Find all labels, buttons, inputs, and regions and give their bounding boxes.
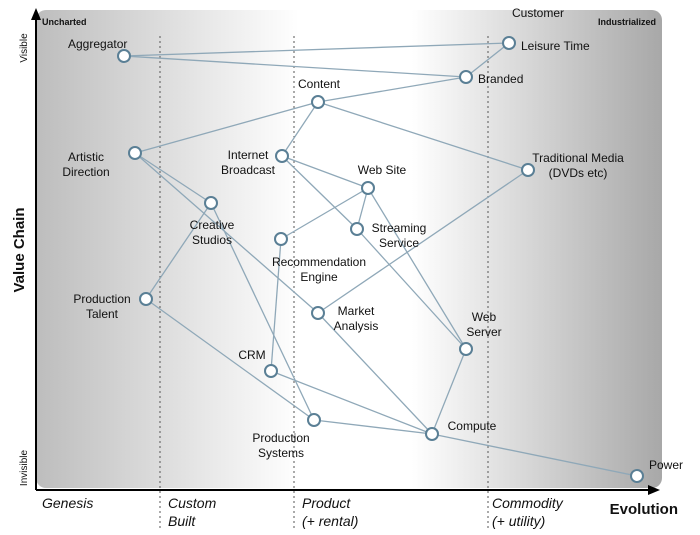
node-branded: [459, 70, 473, 84]
edge-content-broadcast: [281, 101, 319, 157]
edge-broadcast-website: [281, 155, 369, 189]
x-axis-label: Evolution: [610, 501, 678, 518]
stage-product: Product(+ rental): [302, 495, 358, 529]
node-recommend: [274, 232, 288, 246]
edge-website-recommend: [280, 187, 369, 240]
label-website: Web Site: [358, 163, 407, 177]
region-right-label: Industrialized: [598, 17, 656, 27]
x-axis-arrow: [648, 485, 660, 495]
label-customer: Customer: [512, 6, 564, 20]
node-streaming: [350, 222, 364, 236]
axes: [31, 8, 660, 495]
label-aggregator: Aggregator: [68, 37, 127, 51]
edge-tradmedia-market: [317, 169, 529, 314]
edge-market-compute: [317, 312, 433, 435]
edge-prodsys-compute: [313, 419, 433, 435]
node-creative: [204, 196, 218, 210]
edge-creative-talent: [145, 202, 212, 300]
node-tradmedia: [521, 163, 535, 177]
edge-recommend-crm: [270, 238, 282, 372]
node-crm: [264, 364, 278, 378]
node-aggregator: [117, 49, 131, 63]
label-power: Power: [649, 458, 683, 472]
edge-artistic-market: [134, 152, 319, 314]
edge-content-tradmedia: [317, 101, 529, 171]
node-artistic: [128, 146, 142, 160]
edge-compute-power: [431, 433, 638, 477]
edge-streaming-webserver: [356, 228, 467, 350]
stage-commodity: Commodity(+ utility): [492, 495, 564, 529]
edge-website-streaming: [356, 187, 369, 230]
node-customer: [502, 36, 516, 50]
label-branded: Branded: [478, 72, 523, 86]
stage-genesis: Genesis: [42, 495, 93, 511]
node-prodsys: [307, 413, 321, 427]
edge-webserver-compute: [431, 348, 467, 435]
edge-crm-compute: [270, 370, 433, 435]
node-compute: [425, 427, 439, 441]
edge-talent-prodsys: [145, 298, 315, 421]
label-tradmedia: Traditional Media(DVDs etc): [532, 151, 624, 180]
edge-branded-content: [317, 76, 467, 103]
edge-website-webserver: [367, 187, 467, 350]
node-power: [630, 469, 644, 483]
edge-artistic-creative: [134, 152, 212, 204]
node-content: [311, 95, 325, 109]
node-talent: [139, 292, 153, 306]
region-left-label: Uncharted: [42, 17, 87, 27]
node-broadcast: [275, 149, 289, 163]
node-market: [311, 306, 325, 320]
label-crm: CRM: [238, 348, 265, 362]
components: [117, 36, 644, 483]
map-background: [36, 10, 662, 488]
node-webserver: [459, 342, 473, 356]
y-axis-top-label: Visible: [19, 33, 30, 63]
node-website: [361, 181, 375, 195]
stage-dividers: [159, 36, 489, 530]
edge-content-artistic: [134, 101, 319, 154]
y-axis-bottom-label: Invisible: [19, 450, 30, 487]
edge-broadcast-streaming: [281, 155, 358, 230]
label-content: Content: [298, 77, 341, 91]
label-leisure: Leisure Time: [521, 39, 590, 53]
edge-creative-prodsys: [210, 202, 315, 421]
edge-leisure-branded: [465, 42, 510, 78]
edge-aggregator-leisure: [123, 42, 510, 57]
y-axis-label: Value Chain: [11, 207, 28, 292]
label-compute: Compute: [448, 419, 497, 433]
dependency-edges: [123, 42, 638, 477]
y-axis-arrow: [31, 8, 41, 20]
edge-aggregator-branded: [123, 55, 467, 78]
